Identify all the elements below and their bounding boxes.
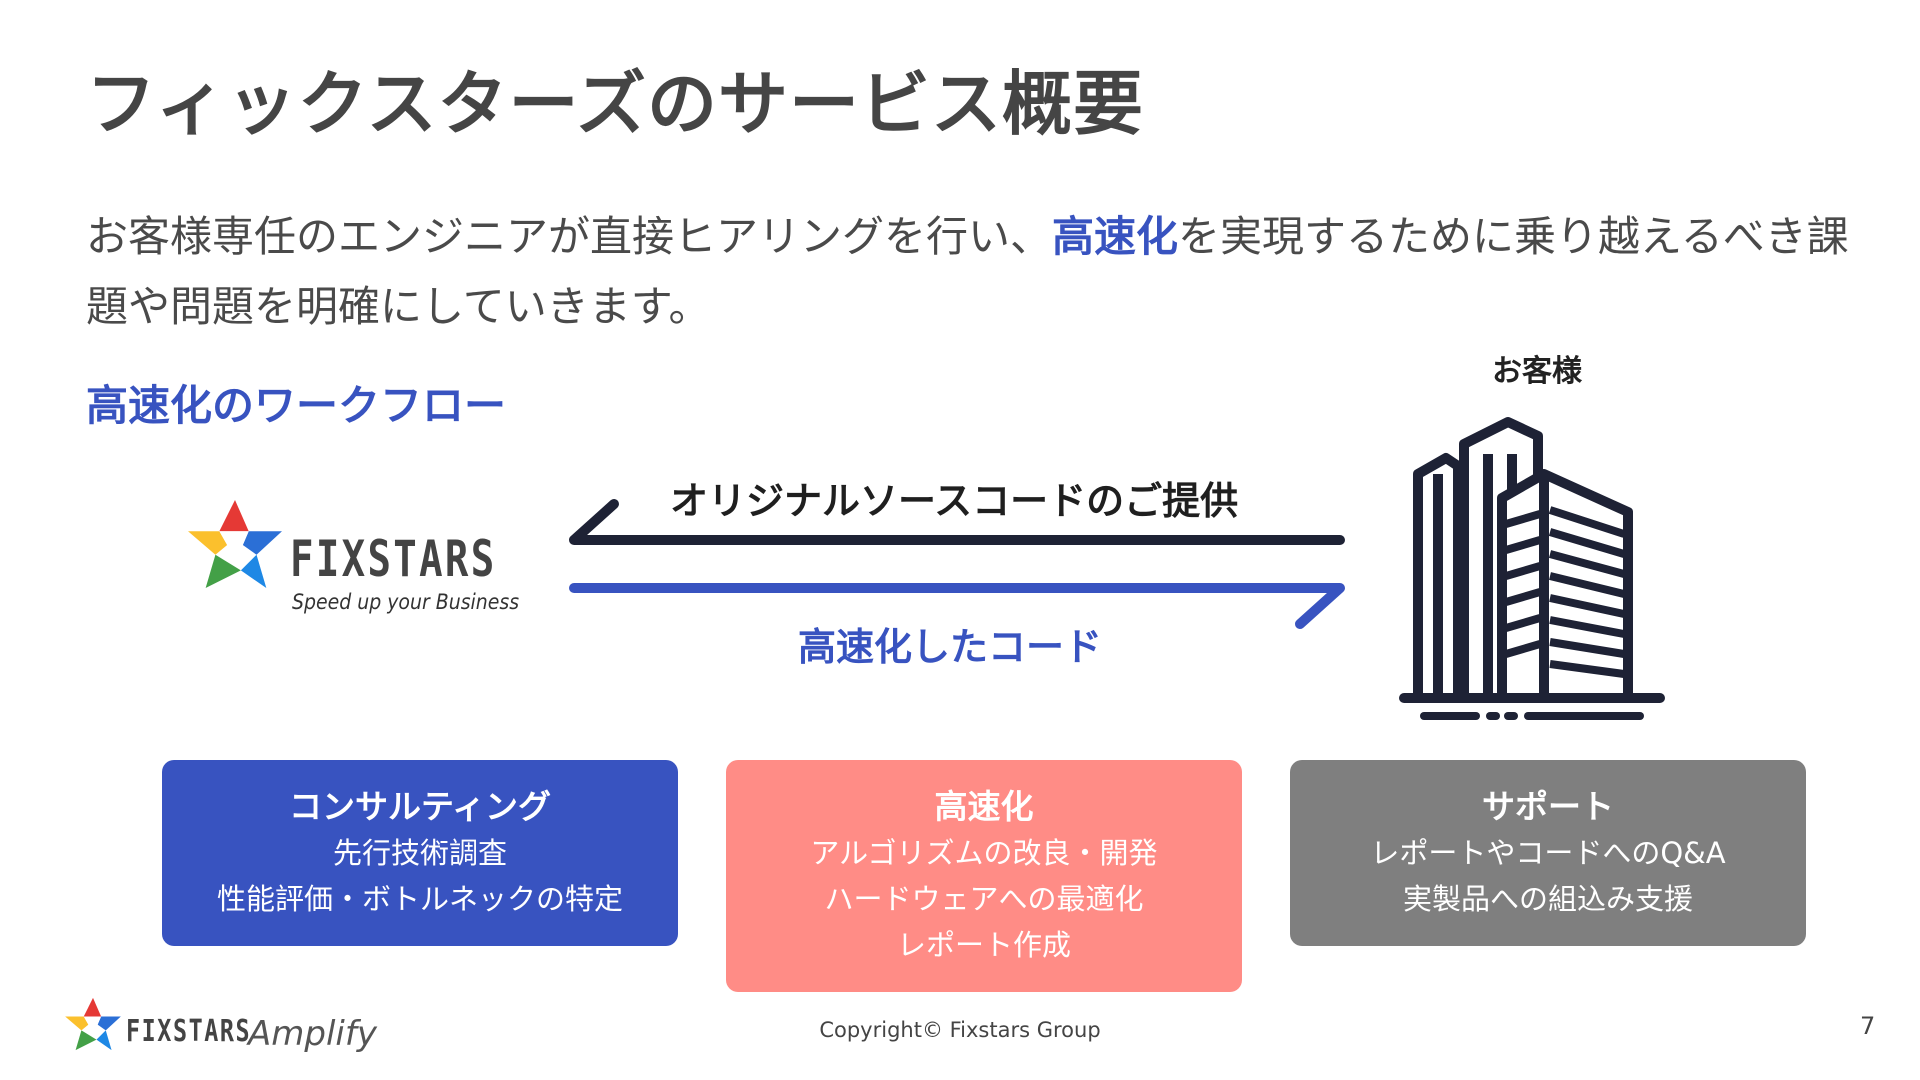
fixstars-wordmark: FIXSTARS: [290, 530, 497, 588]
customer-label: お客様: [1492, 354, 1582, 389]
card-consulting: コンサルティング 先行技術調査 性能評価・ボトルネックの特定: [162, 760, 678, 946]
lead-highlight: 高速化: [1052, 212, 1179, 261]
fixstars-star-icon: [188, 499, 282, 589]
card-line: 実製品への組込み支援: [1402, 882, 1693, 916]
lead-paragraph: お客様専任のエンジニアが直接ヒアリングを行い、高速化を実現するために乗り越えるべ…: [86, 202, 1886, 342]
fixstars-amplify-logo: FIXSTARS Amplify: [64, 996, 384, 1062]
arrow-to-customer: [569, 583, 1345, 629]
lead-text-1: お客様専任のエンジニアが直接ヒアリングを行い、: [86, 212, 1053, 261]
card-title: サポート: [1482, 787, 1614, 826]
copyright-text: Copyright© Fixstars Group: [819, 1018, 1101, 1042]
card-title: コンサルティング: [288, 787, 552, 826]
card-line: ハードウェアへの最適化: [824, 882, 1144, 916]
office-building-icon: [1399, 417, 1665, 720]
footer-product-name: Amplify: [248, 1014, 377, 1054]
card-acceleration: 高速化 アルゴリズムの改良・開発 ハードウェアへの最適化 レポート作成: [726, 760, 1242, 992]
lead-text-2: を実現するために乗り越えるべき課題や問題を明確にしていきます。: [86, 212, 1849, 331]
card-support: サポート レポートやコードへのQ&A 実製品への組込み支援: [1290, 760, 1806, 946]
fixstars-logo: FIXSTARS Speed up your Business: [186, 498, 520, 618]
source-code-label: オリジナルソースコードのご提供: [670, 479, 1239, 523]
workflow-arrows: [569, 499, 1345, 629]
footer-wordmark: FIXSTARS: [126, 1014, 252, 1049]
fixstars-tagline: Speed up your Business: [292, 590, 520, 614]
card-line: レポート作成: [896, 928, 1071, 962]
slide-title: フィックスターズのサービス概要: [86, 63, 1144, 145]
card-line: アルゴリズムの改良・開発: [810, 836, 1158, 870]
card-line: 性能評価・ボトルネックの特定: [216, 882, 623, 916]
card-title: 高速化: [934, 787, 1034, 826]
section-title: 高速化のワークフロー: [86, 381, 507, 430]
card-line: 先行技術調査: [332, 836, 507, 870]
optimized-code-label: 高速化したコード: [797, 625, 1102, 669]
page-number: 7: [1860, 1012, 1876, 1040]
arrow-to-fixstars: [569, 499, 1345, 545]
card-line: レポートやコードへのQ&A: [1370, 836, 1726, 870]
fixstars-star-icon: [65, 997, 121, 1051]
